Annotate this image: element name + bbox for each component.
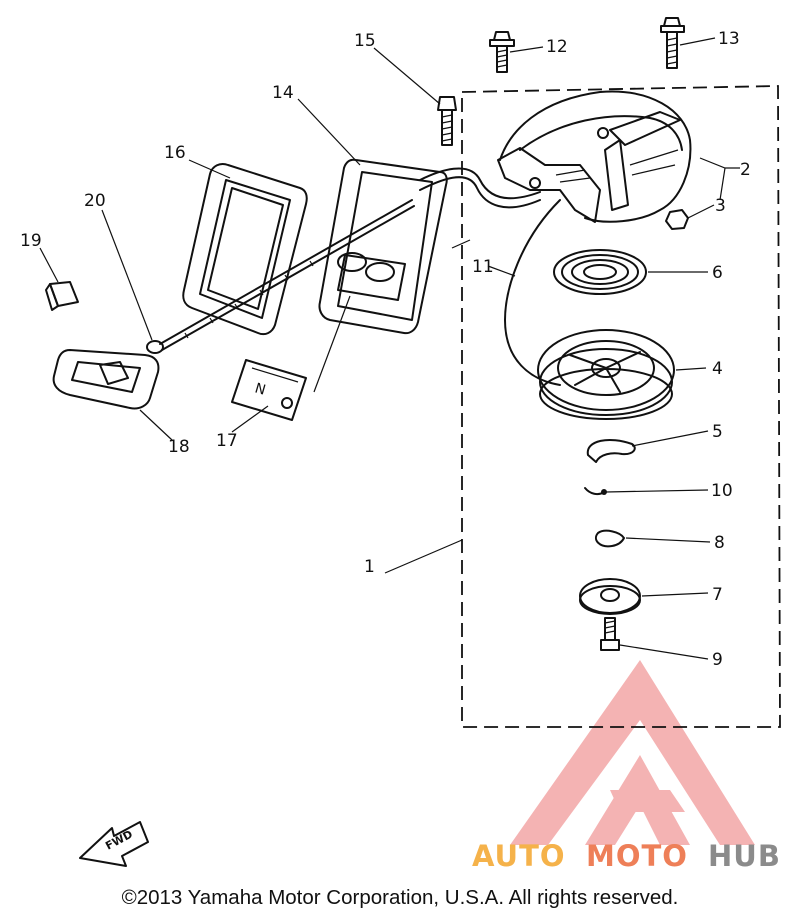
reel-part-4 — [537, 329, 675, 420]
callout-3: 3 — [715, 196, 726, 216]
watermark-auto: AUTO — [472, 839, 566, 873]
forward-direction-arrow: FWD — [79, 821, 149, 867]
leader-lines — [39, 37, 740, 660]
assembly-boundary — [461, 85, 781, 728]
cable-part-11 — [504, 199, 561, 386]
callout-4: 4 — [712, 359, 723, 379]
callout-1: 1 — [364, 557, 375, 577]
rod-part-20 — [146, 199, 415, 354]
clip-part-19 — [45, 281, 79, 311]
callout-18: 18 — [168, 437, 190, 457]
callout-17: 17 — [216, 431, 238, 451]
callout-6: 6 — [712, 263, 723, 283]
bracket-part-14 — [318, 158, 448, 335]
callout-15: 15 — [354, 31, 376, 51]
nut-part-3 — [665, 209, 689, 230]
callout-10: 10 — [711, 481, 733, 501]
callout-11: 11 — [472, 257, 494, 277]
spring-part-6 — [553, 249, 647, 295]
spring-part-10 — [584, 487, 605, 496]
bolt-part-13 — [660, 17, 685, 69]
plate-part-7 — [579, 578, 641, 615]
callout-5: 5 — [712, 422, 723, 442]
bolt-part-15 — [437, 96, 457, 146]
callout-numbers: 1 2 3 4 5 6 7 8 9 10 11 12 13 14 15 16 1… — [20, 29, 751, 670]
pawl-part-5 — [586, 438, 636, 463]
watermark-logo — [510, 660, 755, 845]
callout-7: 7 — [712, 585, 723, 605]
watermark-hub: HUB — [708, 839, 781, 873]
watermark-moto: MOTO — [586, 839, 688, 873]
starter-housing-part-2 — [497, 90, 692, 223]
callout-13: 13 — [718, 29, 740, 49]
callout-16: 16 — [164, 143, 186, 163]
svg-text:N: N — [253, 380, 267, 398]
callout-14: 14 — [272, 83, 294, 103]
watermark-text: AUTO MOTO HUB — [472, 839, 781, 873]
callout-2: 2 — [740, 160, 751, 180]
seal-part-16 — [182, 163, 308, 336]
bolt-part-9 — [600, 617, 620, 651]
callout-9: 9 — [712, 650, 723, 670]
callout-8: 8 — [714, 533, 725, 553]
label-part-17: N — [231, 359, 307, 421]
callout-19: 19 — [20, 231, 42, 251]
callout-12: 12 — [546, 37, 568, 57]
handle-part-18 — [52, 349, 160, 410]
callout-20: 20 — [84, 191, 106, 211]
copyright-notice: ©2013 Yamaha Motor Corporation, U.S.A. A… — [121, 886, 679, 909]
bolt-part-12 — [489, 31, 515, 73]
clip-part-8 — [594, 529, 625, 548]
